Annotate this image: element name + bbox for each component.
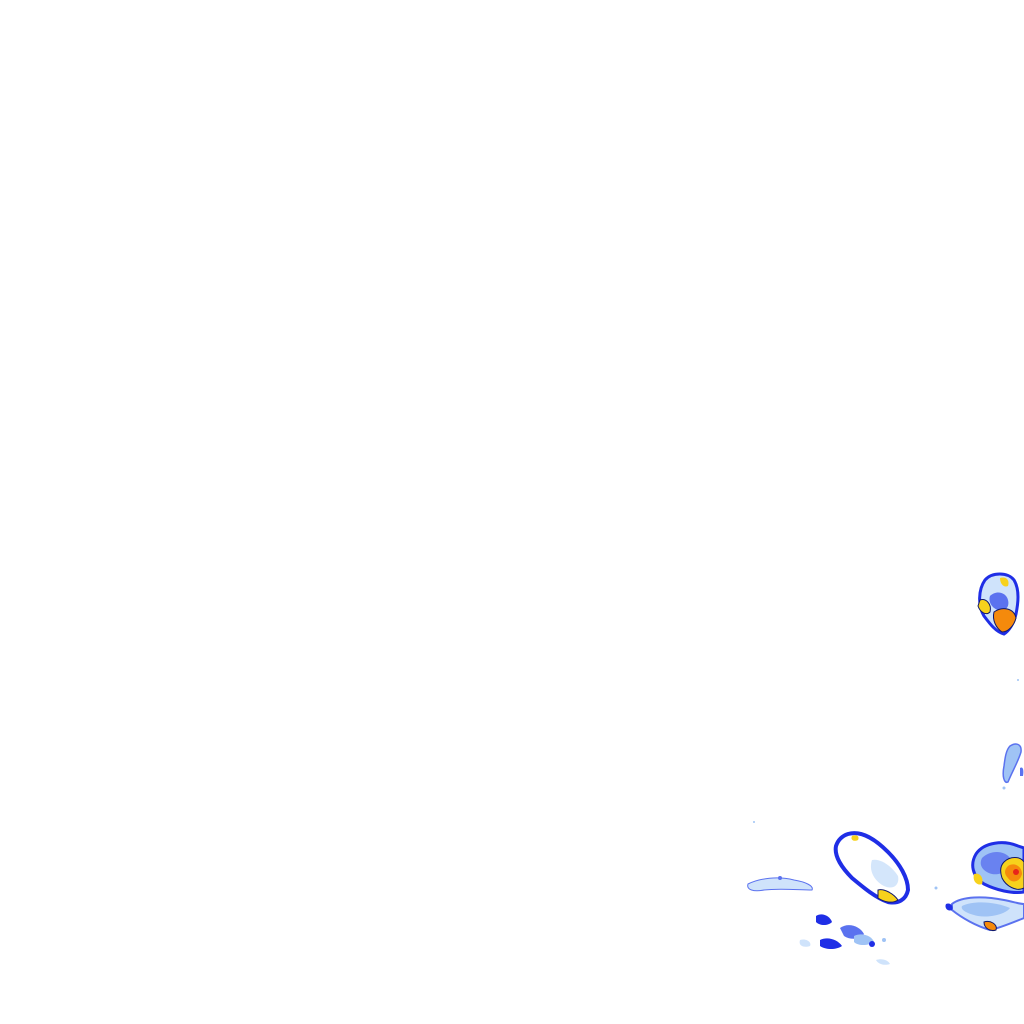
cell-east-streak bbox=[1002, 679, 1024, 784]
cell-southeast-ring bbox=[833, 831, 911, 905]
cell-northeast-isolated bbox=[977, 572, 1020, 636]
cell-southeast-band bbox=[945, 896, 1024, 932]
cell-south-scatter bbox=[799, 914, 886, 949]
cell-south-fringe bbox=[747, 786, 1006, 965]
cell-southeast-core bbox=[971, 841, 1024, 894]
